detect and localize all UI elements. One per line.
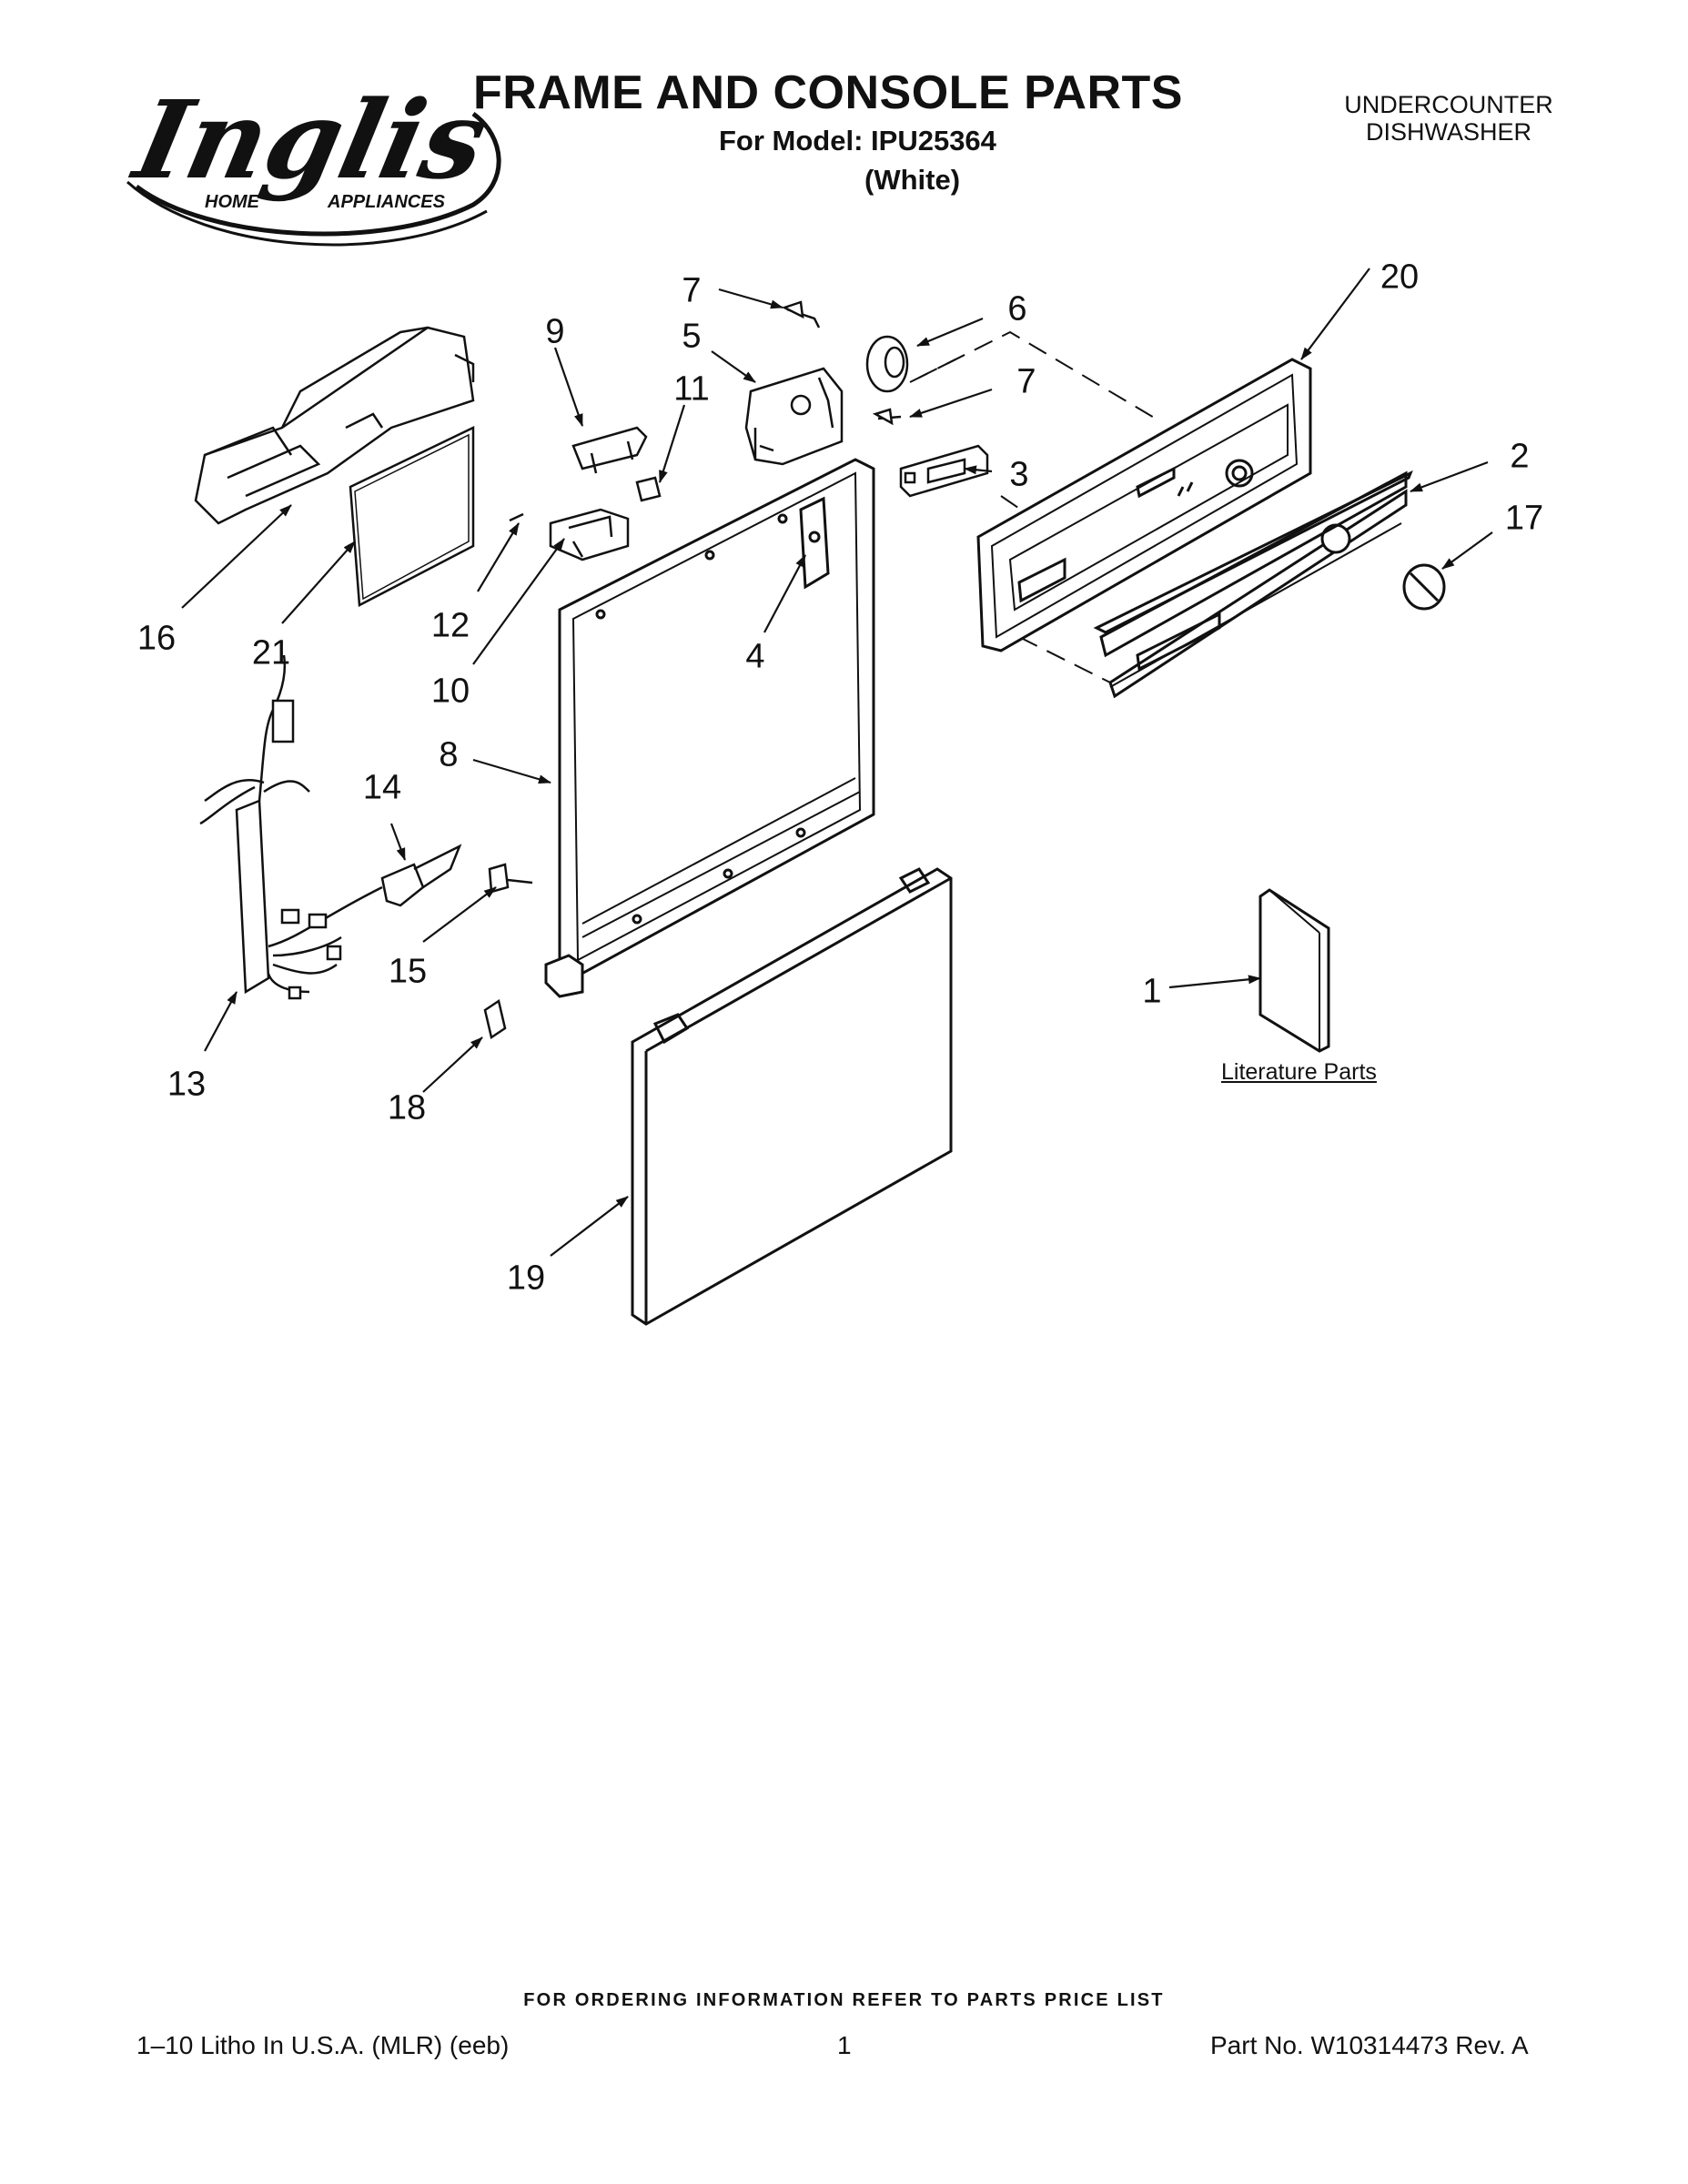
parts-5-6-7 — [744, 300, 909, 466]
part-13-harness — [199, 654, 383, 1000]
page-number: 1 — [837, 2031, 852, 2059]
part-19-door-panel — [631, 867, 953, 1326]
product-type-line-2: DISHWASHER — [1365, 118, 1531, 146]
callout-15: 15 — [388, 952, 428, 991]
part-15-screw — [488, 863, 533, 894]
brand-logo-text: Inglis — [122, 77, 497, 203]
litho-info: 1–10 Litho In U.S.A. (MLR) (eeb) — [136, 2031, 510, 2059]
part-16-housing — [194, 326, 475, 525]
callout-10: 10 — [430, 672, 470, 711]
part-8-frame — [544, 458, 875, 998]
callout-7-upper: 7 — [682, 271, 702, 310]
callout-6: 6 — [1007, 289, 1027, 329]
model-line: For Model: IPU25364 — [719, 125, 996, 157]
part-number: Part No. W10314473 Rev. A — [1210, 2031, 1529, 2059]
part-3-bracket — [899, 444, 989, 498]
callout-13: 13 — [167, 1065, 207, 1104]
callout-8: 8 — [439, 735, 459, 774]
callout-11: 11 — [673, 369, 710, 409]
callout-arrows — [181, 268, 1493, 1257]
part-18-clip — [483, 998, 507, 1040]
color-line: (White) — [864, 164, 961, 196]
part-14-connector — [380, 844, 462, 907]
callout-20: 20 — [1380, 258, 1420, 297]
page-title: FRAME AND CONSOLE PARTS — [473, 66, 1183, 119]
callout-14: 14 — [362, 768, 402, 807]
literature-parts-label: Literature Parts — [1221, 1059, 1377, 1085]
parts-9-10-11-12 — [509, 426, 662, 561]
callout-3: 3 — [1009, 455, 1029, 494]
brand-logo-subtext-right: APPLIANCES — [327, 192, 446, 212]
brand-logo: Inglis HOME APPLIANCES — [122, 77, 501, 247]
callout-16: 16 — [136, 619, 177, 658]
callout-4: 4 — [745, 637, 765, 676]
callout-5: 5 — [682, 317, 702, 356]
callout-19: 19 — [506, 1259, 546, 1298]
product-type-line-1: UNDERCOUNTER — [1344, 91, 1553, 118]
callout-12: 12 — [430, 606, 470, 645]
part-21-sheet — [349, 426, 475, 607]
callout-9: 9 — [545, 312, 565, 351]
part-20-console — [976, 358, 1312, 652]
callout-18: 18 — [387, 1088, 427, 1127]
callout-21: 21 — [251, 633, 291, 672]
callout-1: 1 — [1142, 972, 1162, 1011]
callout-7-lower: 7 — [1016, 362, 1036, 401]
part-17-knob — [1402, 563, 1446, 611]
brand-logo-subtext-left: HOME — [205, 192, 260, 212]
part-1-literature — [1258, 888, 1330, 1053]
ordering-info: FOR ORDERING INFORMATION REFER TO PARTS … — [523, 1990, 1165, 2010]
callout-17: 17 — [1504, 499, 1544, 538]
console-lower-panel — [1099, 470, 1408, 688]
callout-2: 2 — [1510, 437, 1530, 476]
